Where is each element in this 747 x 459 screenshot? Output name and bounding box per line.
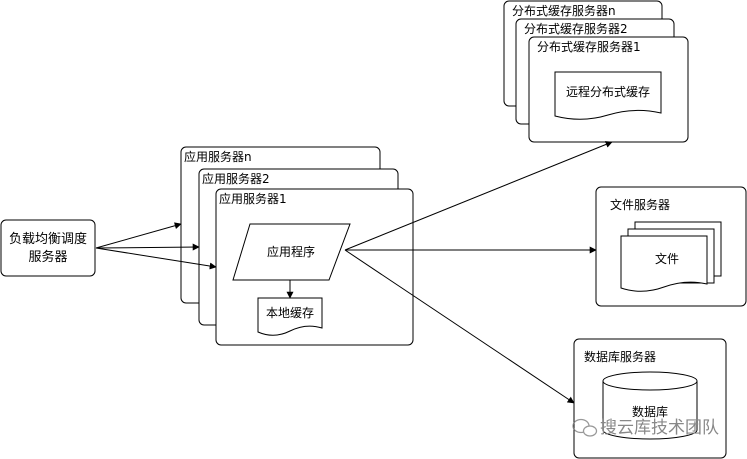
file-server-label: 文件服务器: [610, 197, 670, 212]
cache-server-1-label: 分布式缓存服务器1: [537, 39, 641, 54]
arrow-lb-to-app-n: [95, 222, 182, 249]
cache-server-n-label: 分布式缓存服务器n: [512, 3, 616, 18]
load-balancer-label-line2: 服务器: [28, 249, 67, 265]
local-cache-label: 本地缓存: [266, 306, 314, 320]
arrow-app-to-db-server: [344, 249, 575, 404]
file-label: 文件: [655, 251, 679, 266]
arrow-lb-to-app-2: [95, 243, 200, 251]
db-server-label: 数据库服务器: [584, 349, 656, 364]
app-server-n-label: 应用服务器n: [184, 149, 252, 164]
database-node: 数据库: [602, 371, 698, 440]
remote-cache-label: 远程分布式缓存: [566, 84, 650, 99]
app-program-node: 应用程序: [232, 223, 351, 281]
load-balancer-label-line1: 负载均衡调度: [9, 231, 87, 247]
file-node: 文件: [620, 221, 722, 292]
load-balancer-node: 负载均衡调度 服务器: [0, 219, 96, 277]
cache-server-2-label: 分布式缓存服务器2: [524, 21, 628, 36]
app-server-2-label: 应用服务器2: [202, 171, 270, 186]
app-server-1-label: 应用服务器1: [219, 191, 287, 206]
watermark-text: 搜云库技术团队: [600, 418, 719, 438]
app-program-label: 应用程序: [267, 244, 315, 259]
arrow-app-to-remote-cache: [344, 141, 613, 251]
wechat-icon: [572, 418, 598, 437]
local-cache-node: 本地缓存: [257, 297, 323, 336]
remote-cache-node: 远程分布式缓存: [554, 71, 662, 120]
watermark: 搜云库技术团队: [572, 418, 719, 438]
arrow-lb-to-app-1: [95, 247, 217, 270]
database-label: 数据库: [632, 404, 668, 419]
